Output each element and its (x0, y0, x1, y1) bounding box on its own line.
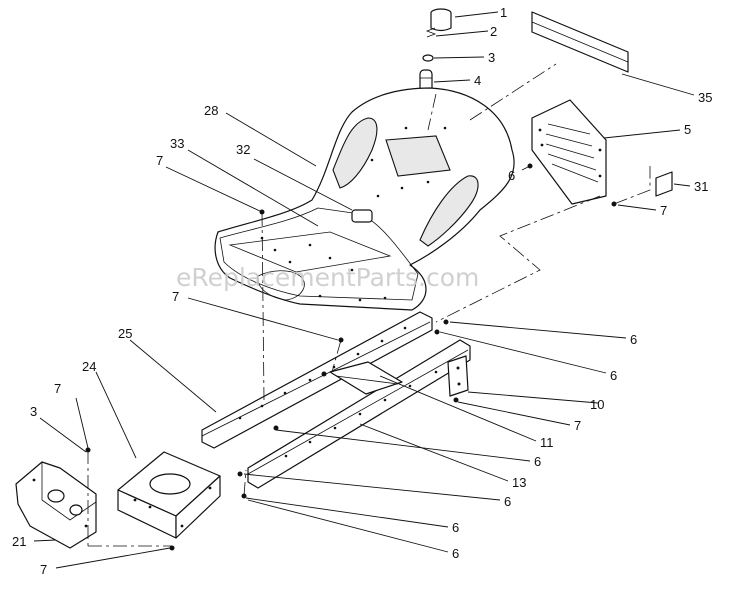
part-28-body-pan (214, 87, 515, 311)
callout-6: 6 (610, 368, 617, 383)
callout-6: 6 (504, 494, 511, 509)
callout-7: 7 (660, 203, 667, 218)
callout-2: 2 (490, 24, 497, 39)
callout-28: 28 (204, 103, 218, 118)
part-3-washer (422, 54, 434, 62)
centerlines (87, 63, 651, 547)
part-13-frame-rail (247, 339, 471, 489)
part-24-plate (117, 451, 221, 539)
callout-13: 13 (512, 475, 526, 490)
callout-33: 33 (170, 136, 184, 151)
part-11-cross-bracket (329, 361, 403, 395)
callout-6: 6 (452, 520, 459, 535)
callout-10: 10 (590, 397, 604, 412)
callout-5: 5 (684, 122, 691, 137)
callout-1: 1 (500, 5, 507, 20)
callout-7: 7 (574, 418, 581, 433)
part-5-side-panel (531, 99, 607, 205)
callout-6: 6 (508, 168, 515, 183)
callout-3: 3 (488, 50, 495, 65)
callout-21: 21 (12, 534, 26, 549)
leader-lines (33, 11, 695, 569)
callout-6: 6 (630, 332, 637, 347)
callout-7: 7 (40, 562, 47, 577)
watermark: eReplacementParts.com (176, 263, 479, 292)
part-31-decal (655, 171, 673, 197)
callout-35: 35 (698, 90, 712, 105)
part-2-spring (425, 27, 437, 38)
part-35-bar (531, 11, 629, 73)
callout-4: 4 (474, 73, 481, 88)
callout-7: 7 (156, 153, 163, 168)
callout-31: 31 (694, 179, 708, 194)
callout-25: 25 (118, 326, 132, 341)
callout-labels: 1 2 3 4 35 28 5 33 32 7 6 7 31 7 6 6 25 … (12, 5, 712, 577)
callout-24: 24 (82, 359, 96, 374)
part-25-frame-rail (201, 311, 433, 449)
callout-7: 7 (54, 381, 61, 396)
callout-6: 6 (534, 454, 541, 469)
callout-32: 32 (236, 142, 250, 157)
part-1-knob (430, 8, 452, 32)
part-21-front-bracket (15, 461, 97, 549)
callout-11: 11 (540, 435, 554, 450)
part-10-bracket (447, 355, 469, 397)
callout-7: 7 (172, 289, 179, 304)
callout-3: 3 (30, 404, 37, 419)
callout-6: 6 (452, 546, 459, 561)
